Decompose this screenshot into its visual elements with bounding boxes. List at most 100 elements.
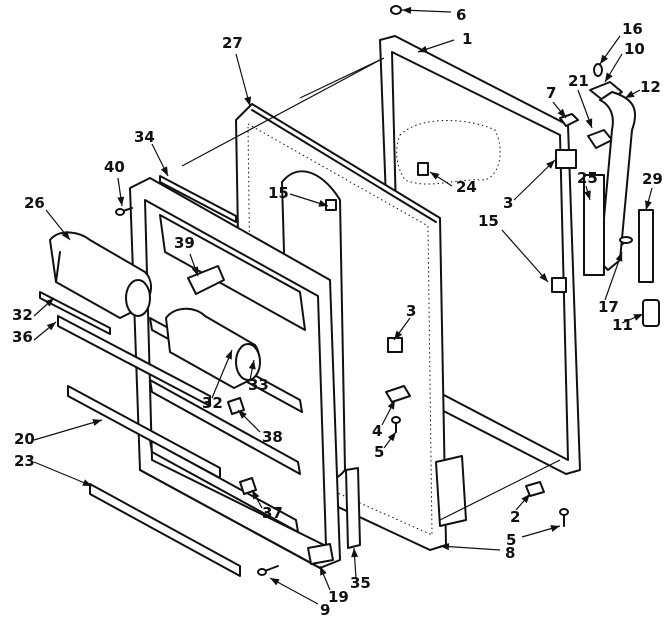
arrowhead-icon	[600, 54, 609, 64]
part-number-label: 3	[406, 302, 416, 320]
part-number-label: 24	[456, 178, 477, 196]
arrowhead-icon	[46, 322, 56, 331]
alignment-lines	[181, 57, 561, 521]
part-number-label: 37	[262, 504, 283, 522]
arrowhead-icon	[61, 230, 70, 240]
arrowhead-icon	[394, 330, 403, 340]
callout-c29: 29	[642, 170, 663, 211]
arrowhead-icon	[225, 350, 232, 360]
screws	[115, 199, 569, 576]
part-number-label: 27	[222, 34, 243, 52]
part-number-label: 20	[14, 430, 35, 448]
callout-c15b: 15	[478, 212, 549, 283]
callout-c34: 34	[134, 128, 169, 177]
arrowhead-icon	[605, 72, 613, 82]
part-number-label: 11	[612, 316, 633, 334]
arrowhead-icon	[248, 360, 256, 370]
callout-c24: 24	[429, 171, 477, 196]
callout-c19: 19	[319, 565, 349, 606]
part-number-label: 34	[134, 128, 155, 146]
callout-c40: 40	[104, 158, 125, 207]
callout-c27: 27	[222, 34, 252, 107]
part-number-label: 5	[506, 531, 516, 549]
callout-c16: 16	[599, 20, 643, 65]
callout-c7: 7	[546, 84, 567, 119]
callout-c3b: 3	[393, 302, 416, 341]
arrowhead-icon	[546, 160, 555, 169]
arrowhead-icon	[82, 479, 92, 486]
leader-line	[269, 577, 319, 605]
arrowhead-icon	[440, 543, 450, 551]
part-number-label: 21	[568, 72, 589, 90]
part-number-label: 32	[12, 306, 33, 324]
callout-c10: 10	[604, 40, 645, 83]
part-number-label: 40	[104, 158, 125, 176]
part-number-label: 7	[546, 84, 556, 102]
callout-c39: 39	[174, 234, 199, 277]
callout-c5b: 5	[506, 525, 561, 549]
arrowhead-icon	[92, 419, 102, 426]
part-number-label: 3	[503, 194, 513, 212]
arrowhead-icon	[550, 525, 560, 532]
arrowhead-icon	[615, 252, 623, 262]
part-number-label: 2	[510, 508, 520, 526]
callout-c17: 17	[598, 251, 623, 316]
leader-line	[513, 159, 556, 201]
callout-c35: 35	[350, 547, 371, 592]
arrowhead-icon	[557, 108, 566, 118]
part-number-label: 4	[372, 422, 382, 440]
arrowhead-icon	[644, 200, 652, 210]
part-number-label: 16	[622, 20, 643, 38]
part-number-label: 32	[202, 394, 223, 412]
leader-line	[501, 229, 549, 283]
callout-c26: 26	[24, 194, 71, 241]
part-number-label: 17	[598, 298, 619, 316]
part-number-label: 26	[24, 194, 45, 212]
arrowhead-icon	[160, 166, 168, 176]
arrowhead-icon	[402, 6, 412, 14]
arrowhead-icon	[430, 172, 440, 180]
callout-c20: 20	[14, 419, 103, 448]
trim-strips	[39, 175, 467, 577]
callout-c32b: 32	[202, 349, 233, 412]
hinge-assembly	[390, 5, 660, 327]
callout-c4: 4	[372, 399, 396, 440]
callout-c2: 2	[510, 493, 531, 526]
shelves-and-bins	[49, 231, 261, 495]
part-number-label: 25	[577, 169, 598, 187]
leader-line	[439, 545, 501, 551]
part-number-label: 29	[642, 170, 663, 188]
part-number-label: 33	[248, 376, 269, 394]
arrowhead-icon	[318, 199, 328, 207]
callout-c9: 9	[269, 577, 330, 619]
callout-c21: 21	[568, 72, 593, 129]
part-number-label: 36	[12, 328, 33, 346]
arrowhead-icon	[633, 314, 643, 321]
arrowhead-icon	[387, 400, 395, 410]
callout-c33: 33	[248, 359, 269, 394]
part-number-label: 15	[268, 184, 289, 202]
callout-c5a: 5	[374, 431, 397, 461]
callout-c36: 36	[12, 321, 57, 346]
callout-c8: 8	[439, 543, 515, 562]
callout-c37: 37	[251, 489, 283, 522]
callout-c6: 6	[401, 6, 466, 24]
arrowhead-icon	[252, 490, 260, 500]
arrowhead-icon	[585, 118, 593, 128]
arrowhead-icon	[117, 196, 125, 206]
arrowhead-icon	[320, 566, 327, 576]
arrowhead-icon	[238, 410, 247, 419]
arrowhead-icon	[387, 432, 396, 442]
callout-c11: 11	[612, 313, 644, 334]
part-number-label: 35	[350, 574, 371, 592]
part-number-label: 10	[624, 40, 645, 58]
arrowhead-icon	[44, 298, 54, 307]
callout-c12: 12	[624, 78, 661, 99]
part-number-label: 19	[328, 588, 349, 606]
arrowhead-icon	[191, 266, 199, 276]
arrowhead-icon	[270, 578, 280, 586]
part-number-label: 12	[640, 78, 661, 96]
part-number-label: 8	[505, 544, 515, 562]
